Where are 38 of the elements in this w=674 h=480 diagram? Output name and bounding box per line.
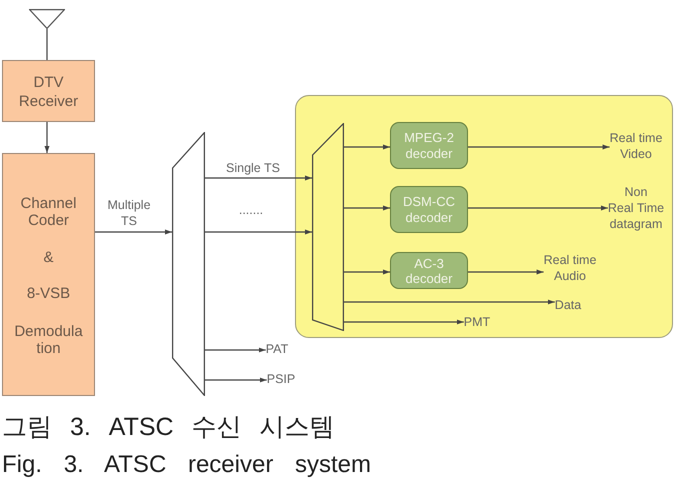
- figure-caption: Fig. 3. ATSC receiver system: [2, 452, 371, 478]
- arrow: [205, 348, 266, 352]
- output-label: Non Real Time datagram: [608, 184, 664, 232]
- arrow: [95, 230, 172, 234]
- arrow: [344, 270, 390, 274]
- output-label: Real time Audio: [544, 252, 596, 284]
- process-box: [2, 153, 95, 396]
- arrow: [468, 270, 544, 274]
- panel-background: [295, 95, 673, 338]
- arrow: [205, 230, 312, 234]
- antenna-icon: [29, 9, 65, 29]
- stage-label: 8-VSB: [26, 285, 70, 302]
- output-label: Real time Video: [610, 130, 662, 162]
- figure-caption: 그림 3. ATSC 수신 시스템: [2, 412, 334, 442]
- arrow: [205, 176, 312, 180]
- arrow: [205, 378, 267, 382]
- stage-label: Demodula tion: [14, 323, 83, 357]
- arrow: [468, 144, 610, 150]
- output-label: PMT: [464, 314, 490, 330]
- decoder-box: DSM-CC decoder: [390, 186, 468, 233]
- stage-label: Channel Coder: [20, 195, 76, 229]
- arrow: [344, 144, 390, 150]
- decoder-box: AC-3 decoder: [390, 252, 468, 289]
- connector-line: [46, 29, 48, 60]
- output-label: PAT: [266, 341, 288, 357]
- demux-trapezoid: [312, 123, 344, 331]
- decoder-box: MPEG-2 decoder: [390, 122, 468, 169]
- arrow: [344, 206, 390, 210]
- arrow: [468, 206, 608, 210]
- arrow: [344, 300, 555, 304]
- output-label: Data: [554, 297, 582, 313]
- output-label: PSIP: [266, 371, 296, 387]
- stage-label: &: [44, 249, 54, 266]
- process-box: DTV Receiver: [2, 60, 95, 122]
- edge-label: Single TS: [225, 160, 281, 176]
- arrow: [44, 122, 50, 153]
- demux-trapezoid: [172, 132, 205, 396]
- arrow: [344, 320, 464, 324]
